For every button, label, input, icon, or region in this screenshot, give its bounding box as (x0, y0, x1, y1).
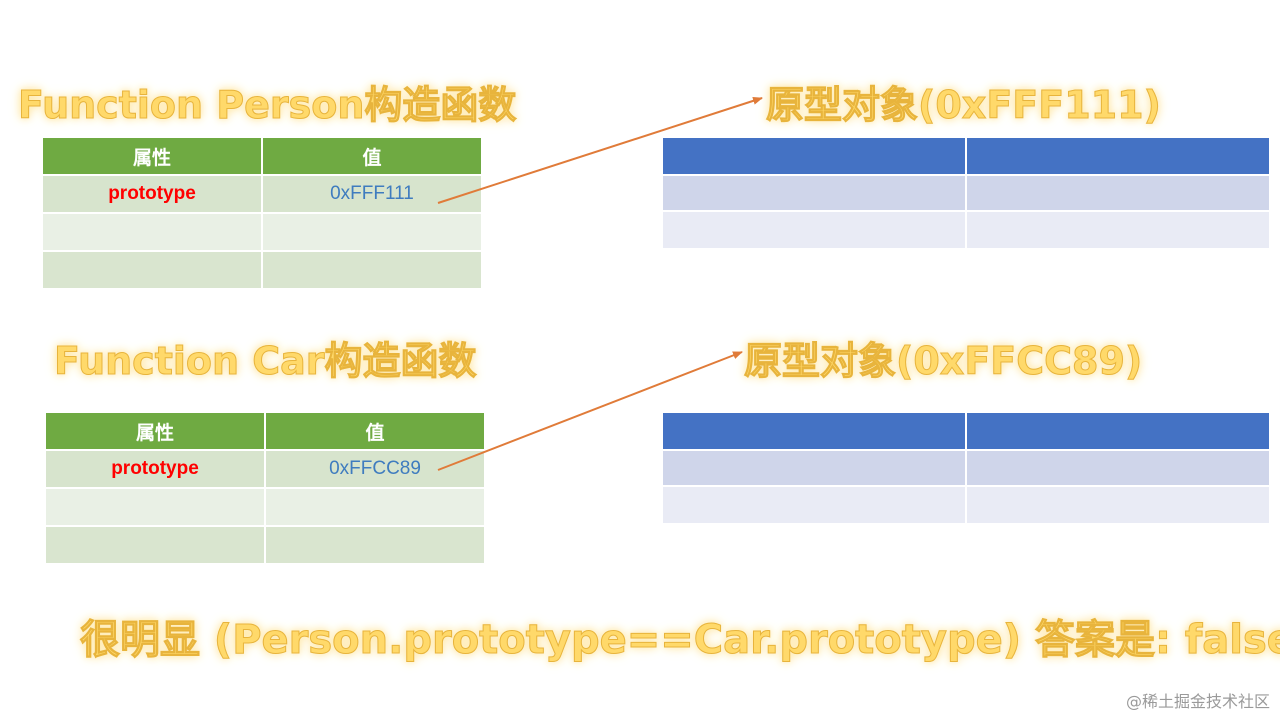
person-prototype-object-title: 原型对象(0xFFF111) (766, 83, 1162, 128)
table-cell-property: prototype (42, 175, 262, 213)
prototype-cell (662, 175, 966, 211)
table-cell-property (45, 526, 265, 564)
table-cell-value (265, 488, 485, 526)
prototype-cell (966, 486, 1270, 524)
prototype-cell (966, 211, 1270, 249)
prototype-cell (966, 450, 1270, 486)
table-cell-property: prototype (45, 450, 265, 488)
table-cell-property (42, 213, 262, 251)
person-constructor-table: 属性 值 prototype 0xFFF111 (42, 137, 482, 289)
prototype-cell (662, 211, 966, 249)
table-cell-value (262, 213, 482, 251)
prototype-cell (966, 175, 1270, 211)
table-header-property: 属性 (45, 412, 265, 450)
prototype-header-cell (662, 137, 966, 175)
table-cell-value: 0xFFCC89 (265, 450, 485, 488)
prototype-header-cell (966, 412, 1270, 450)
car-constructor-title: Function Car构造函数 (54, 339, 478, 384)
table-cell-property (45, 488, 265, 526)
prototype-cell (662, 486, 966, 524)
watermark: @稀土掘金技术社区 (1125, 692, 1270, 711)
person-prototype-table (662, 137, 1270, 249)
table-header-value: 值 (265, 412, 485, 450)
person-prototype-arrow (437, 96, 763, 204)
prototype-header-cell (966, 137, 1270, 175)
prototype-header-cell (662, 412, 966, 450)
table-cell-value: 0xFFF111 (262, 175, 482, 213)
car-prototype-table (662, 412, 1270, 524)
prototype-cell (662, 450, 966, 486)
person-constructor-title: Function Person构造函数 (17, 83, 517, 128)
car-prototype-object-title: 原型对象(0xFFCC89) (743, 339, 1143, 384)
table-cell-value (262, 251, 482, 289)
car-constructor-table: 属性 值 prototype 0xFFCC89 (45, 412, 485, 564)
table-header-property: 属性 (42, 137, 262, 175)
table-header-value: 值 (262, 137, 482, 175)
table-cell-property (42, 251, 262, 289)
conclusion-text: 很明显 (Person.prototype==Car.prototype) 答案… (80, 617, 1280, 664)
car-prototype-arrow (437, 351, 743, 471)
table-cell-value (265, 526, 485, 564)
